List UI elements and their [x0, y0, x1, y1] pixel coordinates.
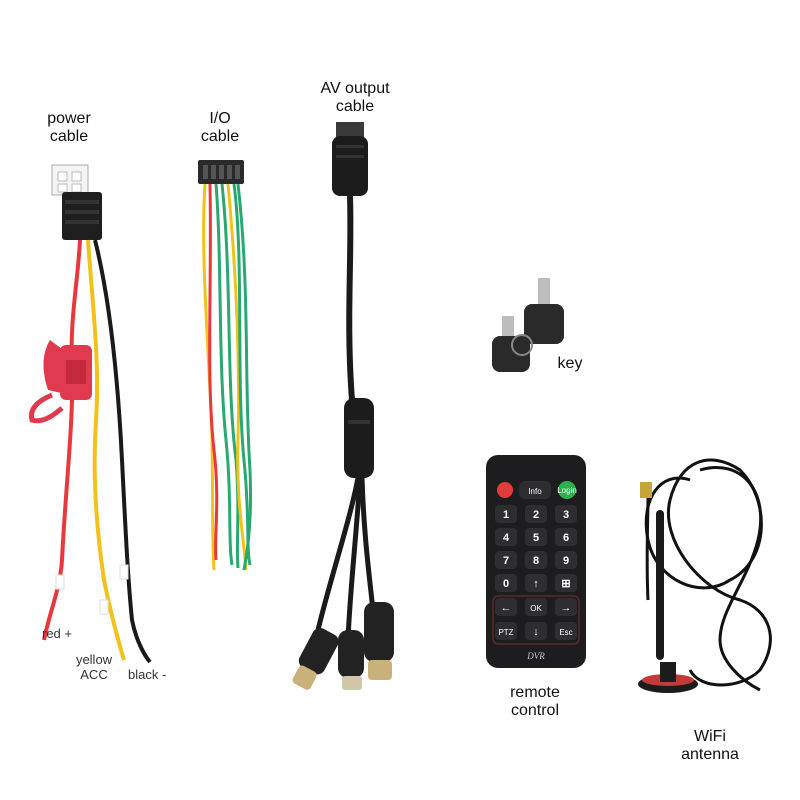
label-remote-line1: remote	[510, 684, 560, 701]
arrow-left-icon: ←	[501, 602, 512, 614]
label-black-wire: black -	[128, 667, 167, 682]
key-4: 4	[503, 532, 510, 544]
label-red-wire: red +	[42, 626, 72, 641]
arrow-right-icon: →	[561, 602, 572, 614]
label-io-line2: cable	[200, 128, 240, 145]
label-av-line1: AV output	[320, 80, 390, 97]
label-io-line1: I/O	[209, 110, 231, 127]
key-1: 1	[503, 509, 509, 521]
label-io-cable: I/O cable	[180, 110, 260, 146]
label-wifi-line2: antenna	[681, 746, 739, 763]
label-av-output-cable: AV output cable	[300, 80, 410, 116]
label-av-line2: cable	[335, 98, 375, 115]
remote-keypad: 1 2 3 4 5 6 7 8 9 0 ↑ ⊞	[495, 505, 577, 592]
remote-navpad: ← OK → PTZ ↓ Esc	[492, 595, 580, 645]
label-power-line1: power	[47, 110, 91, 127]
label-wifi-antenna: WiFi antenna	[665, 728, 755, 764]
remote-info-key: Info	[528, 487, 542, 496]
arrow-up-icon: ↑	[533, 578, 539, 590]
remote-ptz-key: PTZ	[498, 628, 513, 637]
io-cable	[198, 160, 253, 571]
key-5: 5	[533, 532, 539, 544]
remote-ok-key: OK	[530, 604, 542, 613]
power-cable	[28, 164, 152, 664]
label-power-line2: cable	[49, 128, 89, 145]
label-yellow-wire: yellow ACC	[68, 652, 120, 682]
key-0: 0	[503, 578, 509, 590]
key-2: 2	[533, 509, 539, 521]
label-wifi-line1: WiFi	[694, 728, 726, 745]
remote-login-key: Login	[557, 486, 577, 495]
label-power-cable: power cable	[24, 110, 114, 146]
grid-icon: ⊞	[561, 578, 570, 590]
key-8: 8	[533, 555, 539, 567]
remote-esc-key: Esc	[559, 628, 572, 637]
label-yellow-line2: ACC	[80, 667, 108, 682]
key-7: 7	[503, 555, 509, 567]
label-key: key	[557, 355, 583, 372]
remote-control: Info Login 1 2 3 4 5 6 7 8 9 0 ↑	[486, 455, 586, 668]
arrow-down-icon: ↓	[533, 626, 539, 638]
remote-brand: DVR	[526, 651, 545, 661]
av-output-cable	[292, 122, 394, 690]
keys-illustration	[492, 278, 564, 372]
label-remote-control: remote control	[490, 684, 580, 720]
key-6: 6	[563, 532, 569, 544]
label-remote-line2: control	[510, 702, 560, 719]
wifi-antenna	[638, 458, 772, 693]
key-9: 9	[563, 555, 569, 567]
label-yellow-line1: yellow	[75, 652, 113, 667]
key-3: 3	[563, 509, 569, 521]
